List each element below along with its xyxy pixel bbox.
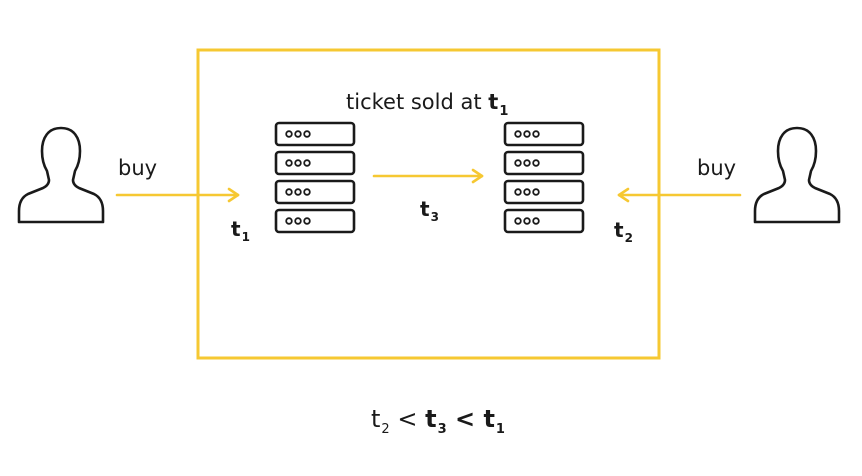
server-unit xyxy=(503,121,585,147)
right-server-rack-icon xyxy=(503,121,585,234)
right-buy-label: buy xyxy=(697,156,737,180)
left-buy-label: buy xyxy=(118,156,158,180)
middle-time-label: t3 xyxy=(420,197,439,224)
server-unit xyxy=(503,179,585,205)
replication-arrow-icon xyxy=(372,168,484,184)
right-time-label: t2 xyxy=(614,218,633,245)
arrow-right-icon xyxy=(115,187,240,203)
left-time-label: t1 xyxy=(231,217,250,244)
server-unit xyxy=(503,150,585,176)
arrow-left-icon xyxy=(617,187,742,203)
server-unit xyxy=(503,208,585,234)
system-boundary xyxy=(196,48,661,360)
server-unit xyxy=(274,208,356,234)
diagram-title: ticket sold at t1 xyxy=(346,90,509,119)
title-text: ticket sold at xyxy=(346,90,489,114)
time-order-formula: t2 < t3 < t1 xyxy=(371,405,505,437)
left-user-icon xyxy=(17,126,105,224)
title-time-var: t1 xyxy=(488,90,509,119)
left-server-rack-icon xyxy=(274,121,356,234)
server-unit xyxy=(274,121,356,147)
server-unit xyxy=(274,150,356,176)
right-user-icon xyxy=(753,126,841,224)
server-unit xyxy=(274,179,356,205)
